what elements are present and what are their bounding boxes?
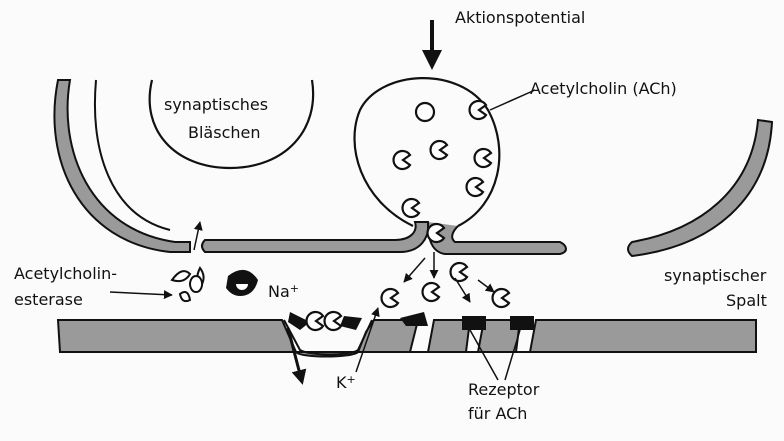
ach-molecule-icon xyxy=(394,151,410,169)
ach-molecule-icon xyxy=(451,263,467,281)
fragment-icon xyxy=(172,271,190,281)
receptor-icon xyxy=(462,316,486,330)
blaeschen-label-line1: synaptisches xyxy=(164,95,268,115)
esterase-icon xyxy=(226,270,258,296)
sodium-symbol: Na xyxy=(268,282,290,301)
sodium-label: Na+ xyxy=(268,282,299,302)
fusion-pore xyxy=(428,222,566,254)
ach-leader xyxy=(490,90,535,110)
fragment-icon xyxy=(190,276,202,292)
ach-molecule-icon xyxy=(325,312,341,330)
spalt-label-line2: Spalt xyxy=(726,291,767,311)
esterase-leader xyxy=(110,292,172,295)
ach-molecule-icon xyxy=(416,103,434,121)
ach-molecule-icon xyxy=(467,178,483,196)
spalt-label-line1: synaptischer xyxy=(664,266,766,286)
ach-molecules xyxy=(307,101,509,330)
presynaptic-membrane-mid xyxy=(202,222,428,252)
ach-fragments xyxy=(172,268,204,301)
potassium-charge: + xyxy=(347,373,356,386)
ach-molecule-icon xyxy=(403,199,419,217)
sodium-charge: + xyxy=(290,282,299,295)
ach-molecule-icon xyxy=(470,101,486,119)
ach-molecule-icon xyxy=(307,312,323,330)
ach-molecule-icon xyxy=(475,149,491,167)
receptor-icon xyxy=(510,316,534,330)
potassium-symbol: K xyxy=(336,373,347,392)
receptor-icon xyxy=(340,316,362,330)
rezeptor-label-line1: Rezeptor xyxy=(468,380,539,400)
ach-molecule-icon xyxy=(423,283,439,301)
aktionspotential-label: Aktionspotential xyxy=(455,8,585,28)
esterase-label-line1: Acetylcholin- xyxy=(14,264,117,284)
blaeschen-label-line2: Bläschen xyxy=(188,123,260,143)
potassium-label: K+ xyxy=(336,373,356,393)
rezeptor-label-line2: für ACh xyxy=(468,404,527,424)
acetylcholin-label: Acetylcholin (ACh) xyxy=(530,79,677,99)
ach-molecule-icon xyxy=(382,289,398,307)
presynaptic-membrane-right xyxy=(628,120,772,256)
ach-molecule-icon xyxy=(493,289,509,307)
fragment-icon xyxy=(180,292,190,301)
esterase-label-line2: esterase xyxy=(14,290,83,310)
ach-molecule-icon xyxy=(431,141,447,159)
presynaptic-membrane-left-inner xyxy=(95,80,170,230)
